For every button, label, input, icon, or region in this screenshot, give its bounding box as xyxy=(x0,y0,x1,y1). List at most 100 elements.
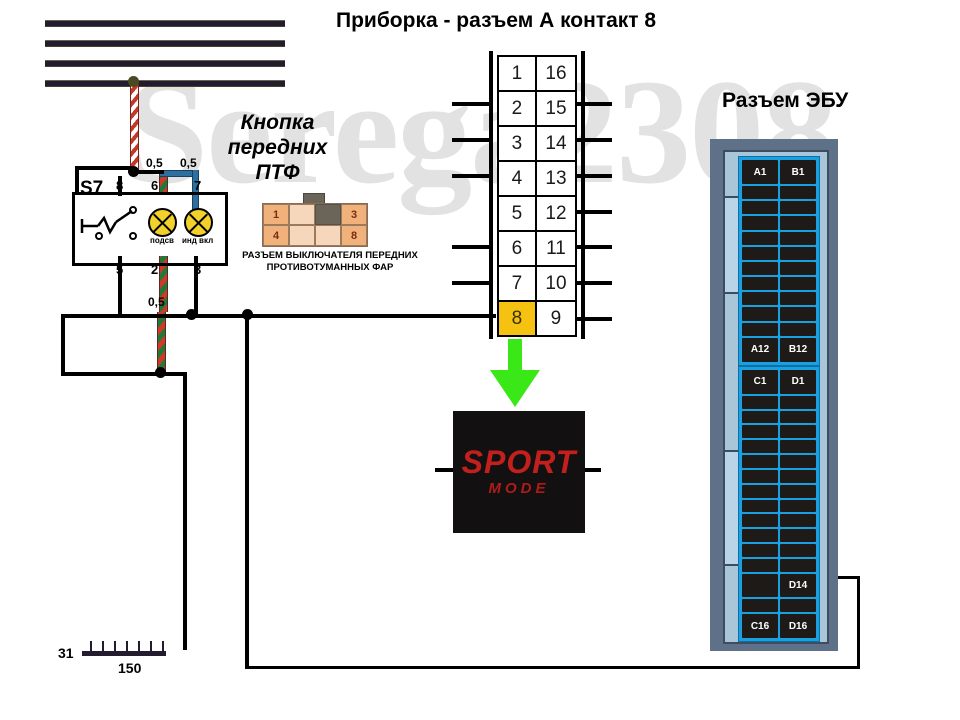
ecu-pin-D8[interactable] xyxy=(780,484,816,498)
ecu-pin-B8[interactable] xyxy=(780,277,816,291)
ecu-pin-A6[interactable] xyxy=(742,246,778,260)
ecu-pin-B7[interactable] xyxy=(780,261,816,276)
ecu-pin-B2[interactable] xyxy=(780,186,816,200)
ecu-pin-C16[interactable]: C16 xyxy=(742,614,778,638)
ecu-pin-C6[interactable] xyxy=(742,455,778,468)
instrument-pin-3[interactable]: 3 xyxy=(497,125,537,162)
ecu-pin-A2[interactable] xyxy=(742,186,778,200)
wire-d14-down xyxy=(857,576,860,669)
ecu-pin-C4[interactable] xyxy=(742,425,778,439)
ecu-pin-D1[interactable]: D1 xyxy=(780,370,816,394)
fog-cell-top-2 xyxy=(289,204,315,225)
ecu-pin-A7[interactable] xyxy=(742,261,778,276)
wire-left-bottom xyxy=(61,372,185,376)
ecu-pin-B1[interactable]: B1 xyxy=(780,160,816,185)
ecu-pin-B10[interactable] xyxy=(780,307,816,321)
instrument-pin-1[interactable]: 1 xyxy=(497,55,537,92)
ecu-pin-D4[interactable] xyxy=(780,425,816,439)
instrument-pin-13[interactable]: 13 xyxy=(534,160,578,197)
ecu-pin-B6[interactable] xyxy=(780,246,816,260)
ecu-pin-D12[interactable] xyxy=(780,543,816,557)
ecu-pin-C3[interactable] xyxy=(742,410,778,424)
ecu-pin-A8[interactable] xyxy=(742,277,778,291)
ground-tick-3 xyxy=(114,641,116,652)
instrument-pin-9[interactable]: 9 xyxy=(534,300,578,337)
instrument-pin-5[interactable]: 5 xyxy=(497,195,537,232)
ecu-pin-D16[interactable]: D16 xyxy=(780,614,816,638)
ecu-pin-D9[interactable] xyxy=(780,499,816,513)
instrument-pin-2[interactable]: 2 xyxy=(497,90,537,127)
ecu-pin-D13[interactable] xyxy=(780,558,816,572)
ecu-pin-D14[interactable]: D14 xyxy=(780,573,816,598)
ecu-pin-C7[interactable] xyxy=(742,469,778,483)
instrument-pin-16[interactable]: 16 xyxy=(534,55,578,92)
ecu-pin-D15[interactable] xyxy=(780,599,816,613)
ecu-pin-C13[interactable] xyxy=(742,558,778,572)
lamp-indicator-icon xyxy=(184,208,213,237)
sport-panel-lead-left xyxy=(435,468,457,472)
busbar-4 xyxy=(45,80,285,87)
ecu-pin-D6[interactable] xyxy=(780,455,816,468)
instrument-pin-12[interactable]: 12 xyxy=(534,195,578,232)
ecu-pin-D11[interactable] xyxy=(780,529,816,542)
instrument-pin-4[interactable]: 4 xyxy=(497,160,537,197)
instrument-pin-7[interactable]: 7 xyxy=(497,265,537,302)
ecu-pin-C15[interactable] xyxy=(742,599,778,613)
stub-pin10 xyxy=(574,281,612,285)
fog-switch-connector-pinout: 1 3 4 8 xyxy=(262,203,368,247)
wire-blue-horizontal xyxy=(160,170,196,177)
sport-panel-lead-right xyxy=(581,468,601,472)
ecu-pin-C14[interactable] xyxy=(742,573,778,598)
instrument-pin-10[interactable]: 10 xyxy=(534,265,578,302)
ecu-pin-A10[interactable] xyxy=(742,307,778,321)
ecu-pin-C11[interactable] xyxy=(742,529,778,542)
ground-number: 150 xyxy=(118,660,142,676)
ecu-pin-C9[interactable] xyxy=(742,499,778,513)
instrument-pin-14[interactable]: 14 xyxy=(534,125,578,162)
instrument-pin-15[interactable]: 15 xyxy=(534,90,578,127)
ecu-pin-B4[interactable] xyxy=(780,216,816,230)
ground-tick-2 xyxy=(102,641,104,652)
ecu-pin-D3[interactable] xyxy=(780,410,816,424)
ecu-pin-B12[interactable]: B12 xyxy=(780,337,816,362)
ecu-pin-C1[interactable]: C1 xyxy=(742,370,778,394)
ecu-pin-D7[interactable] xyxy=(780,469,816,483)
ecu-pin-A1[interactable]: A1 xyxy=(742,160,778,185)
ecu-pin-A5[interactable] xyxy=(742,231,778,245)
ecu-pin-B11[interactable] xyxy=(780,322,816,336)
ecu-pin-A12[interactable]: A12 xyxy=(742,337,778,362)
stub-pin9 xyxy=(574,317,612,321)
arrow-shaft xyxy=(508,339,522,377)
ground-tick-6 xyxy=(150,641,152,652)
ecu-pin-C2[interactable] xyxy=(742,395,778,409)
ecu-pin-B3[interactable] xyxy=(780,201,816,215)
ecu-pin-A11[interactable] xyxy=(742,322,778,336)
junction-busbar-tap xyxy=(128,76,139,87)
wire-pin8-to-switch xyxy=(190,314,496,318)
ecu-pin-B5[interactable] xyxy=(780,231,816,245)
instrument-pin-8[interactable]: 8 xyxy=(497,300,537,337)
ecu-pin-A4[interactable] xyxy=(742,216,778,230)
instrument-pin-11[interactable]: 11 xyxy=(534,230,578,267)
instrument-pin-6[interactable]: 6 xyxy=(497,230,537,267)
ecu-pin-A9[interactable] xyxy=(742,292,778,306)
ecu-pin-C8[interactable] xyxy=(742,484,778,498)
ecu-pin-C12[interactable] xyxy=(742,543,778,557)
junction-split-top xyxy=(128,166,139,177)
ecu-pin-D2[interactable] xyxy=(780,395,816,409)
ecu-pin-B9[interactable] xyxy=(780,292,816,306)
busbar-1 xyxy=(45,20,285,27)
ecu-pin-A3[interactable] xyxy=(742,201,778,215)
ecu-pin-D10[interactable] xyxy=(780,514,816,528)
ground-code: 31 xyxy=(58,645,74,661)
ecu-pin-C10[interactable] xyxy=(742,514,778,528)
sport-mode-indicator-panel: SPORT MODE xyxy=(453,411,585,533)
ecu-pin-D5[interactable] xyxy=(780,440,816,454)
fog-cell-top-3 xyxy=(315,204,341,225)
ecu-pin-C5[interactable] xyxy=(742,440,778,454)
